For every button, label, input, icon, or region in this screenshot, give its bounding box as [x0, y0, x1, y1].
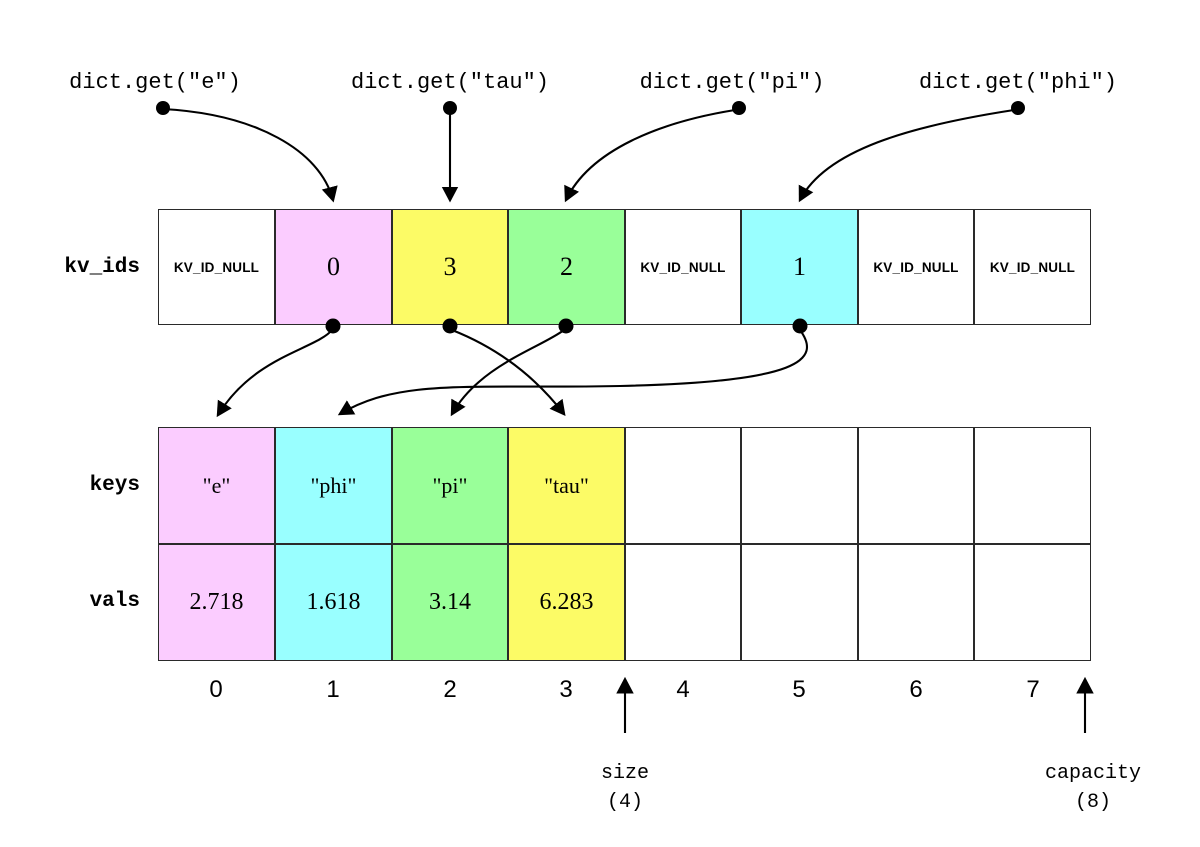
- cell-value: 3: [443, 252, 457, 281]
- keys-cell-1[interactable]: "phi": [275, 427, 392, 544]
- keys-cell-0[interactable]: "e": [158, 427, 275, 544]
- call-anchor-dot-tau: [443, 101, 457, 115]
- capacity-annotation: capacity (8): [1018, 762, 1168, 814]
- row-label-vals: vals: [89, 590, 140, 613]
- kv-ids-cell-6[interactable]: KV_ID_NULL: [858, 209, 974, 325]
- index-label-7: 7: [1026, 676, 1040, 703]
- vals-cell-3[interactable]: 6.283: [508, 544, 625, 661]
- vals-cell-6[interactable]: [858, 544, 974, 661]
- size-annotation: size (4): [565, 762, 685, 814]
- vals-cell-2[interactable]: 3.14: [392, 544, 508, 661]
- call-label-3: dict.get("phi"): [918, 70, 1118, 95]
- call-label-0: dict.get("e"): [69, 70, 241, 95]
- row-label-kv-ids: kv_ids: [64, 256, 140, 279]
- cell-value: KV_ID_NULL: [989, 259, 1076, 275]
- cell-value: KV_ID_NULL: [173, 259, 260, 275]
- cell-value: 3.14: [429, 589, 471, 615]
- call-label-1: dict.get("tau"): [350, 70, 550, 95]
- call-anchor-dot-e: [156, 101, 170, 115]
- call-arrow-e: [156, 101, 338, 203]
- call-anchor-dot-pi: [732, 101, 746, 115]
- index-label-0: 0: [209, 676, 223, 703]
- size-annotation-name: size: [600, 762, 649, 785]
- index-label-1: 1: [326, 676, 340, 703]
- keys-cell-6[interactable]: [858, 427, 974, 544]
- capacity-annotation-value: (8): [1074, 791, 1111, 814]
- index-label-5: 5: [792, 676, 806, 703]
- vals-cell-1[interactable]: 1.618: [275, 544, 392, 661]
- keys-cell-4[interactable]: [625, 427, 741, 544]
- size-annotation-value: (4): [606, 791, 643, 814]
- kv-ids-cell-5[interactable]: 1: [741, 209, 858, 325]
- vals-cell-4[interactable]: [625, 544, 741, 661]
- pointer-arrow-2-to-3: [442, 318, 566, 416]
- cell-value: KV_ID_NULL: [873, 259, 959, 275]
- keys-cell-5[interactable]: [741, 427, 858, 544]
- cell-value: 0: [327, 252, 340, 281]
- kv-ids-cell-4[interactable]: KV_ID_NULL: [625, 209, 741, 325]
- cell-value: "e": [202, 472, 231, 498]
- kv-ids-cell-7[interactable]: KV_ID_NULL: [974, 209, 1091, 325]
- index-label-4: 4: [676, 676, 690, 703]
- call-label-2: dict.get("pi"): [639, 70, 825, 95]
- call-arrow-pi: [564, 101, 746, 203]
- kv-ids-cell-3[interactable]: 2: [508, 209, 625, 325]
- keys-cell-7[interactable]: [974, 427, 1091, 544]
- keys-cell-2[interactable]: "pi": [392, 427, 508, 544]
- pointer-arrow-3-to-2: [450, 318, 574, 417]
- index-label-2: 2: [443, 676, 457, 703]
- call-arrow-phi: [798, 101, 1025, 203]
- cell-value: 1: [793, 252, 806, 281]
- pointer-arrow-1-to-0: [216, 318, 341, 418]
- vals-cell-7[interactable]: [974, 544, 1091, 661]
- cell-value: 1.618: [306, 589, 361, 615]
- cell-value: "phi": [310, 472, 357, 498]
- pointer-arrow-5-to-1: [337, 318, 809, 416]
- call-anchor-dot-phi: [1011, 101, 1025, 115]
- capacity-annotation-name: capacity: [1044, 762, 1141, 785]
- cell-value: KV_ID_NULL: [640, 259, 726, 275]
- cell-value: 2: [560, 252, 573, 281]
- index-label-6: 6: [909, 676, 923, 703]
- keys-cell-3[interactable]: "tau": [508, 427, 625, 544]
- cell-value: "tau": [544, 472, 589, 498]
- index-label-3: 3: [559, 676, 573, 703]
- cell-value: "pi": [432, 472, 468, 498]
- row-label-keys: keys: [89, 474, 140, 497]
- call-arrow-tau: [441, 101, 459, 203]
- cell-value: 6.283: [539, 589, 594, 615]
- vals-cell-5[interactable]: [741, 544, 858, 661]
- kv-ids-cell-2[interactable]: 3: [392, 209, 508, 325]
- cell-value: 2.718: [189, 589, 244, 615]
- kv-ids-cell-0[interactable]: KV_ID_NULL: [158, 209, 275, 325]
- kv-ids-cell-1[interactable]: 0: [275, 209, 392, 325]
- vals-cell-0[interactable]: 2.718: [158, 544, 275, 661]
